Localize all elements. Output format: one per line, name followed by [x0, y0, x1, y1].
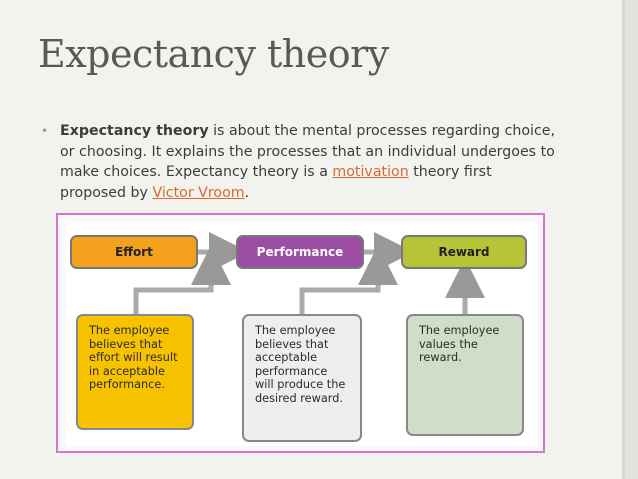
victor-vroom-link[interactable]: Victor Vroom — [152, 184, 245, 201]
description-effort: The employee believes that effort will r… — [76, 314, 194, 430]
slide-side-strip — [622, 0, 638, 479]
motivation-link[interactable]: motivation — [332, 164, 409, 180]
description-reward: The employee values the reward. — [406, 314, 524, 436]
bold-term: Expectancy theory — [60, 123, 209, 139]
body-text-1: is about the mental processes regarding … — [60, 123, 556, 180]
body-paragraph: Expectancy theory is about the mental pr… — [60, 121, 561, 203]
stage-effort: Effort — [70, 235, 198, 269]
stage-performance: Performance — [236, 235, 364, 269]
slide-body: • Expectancy theory is about the mental … — [41, 121, 561, 203]
description-performance: The employee believes that acceptable pe… — [242, 314, 362, 442]
connector-effort-belief — [133, 245, 231, 314]
body-text-2: theory first proposed by — [60, 164, 492, 201]
slide-title: Expectancy theory — [38, 32, 389, 76]
bullet-icon: • — [41, 124, 49, 138]
stage-reward: Reward — [401, 235, 527, 269]
body-text-3: . — [244, 184, 250, 201]
slide-side-accent — [622, 0, 625, 479]
expectancy-diagram: Effort Performance Reward The employee b… — [66, 222, 537, 446]
connector-performance-belief — [299, 245, 398, 314]
diagram-arrows — [133, 232, 485, 314]
